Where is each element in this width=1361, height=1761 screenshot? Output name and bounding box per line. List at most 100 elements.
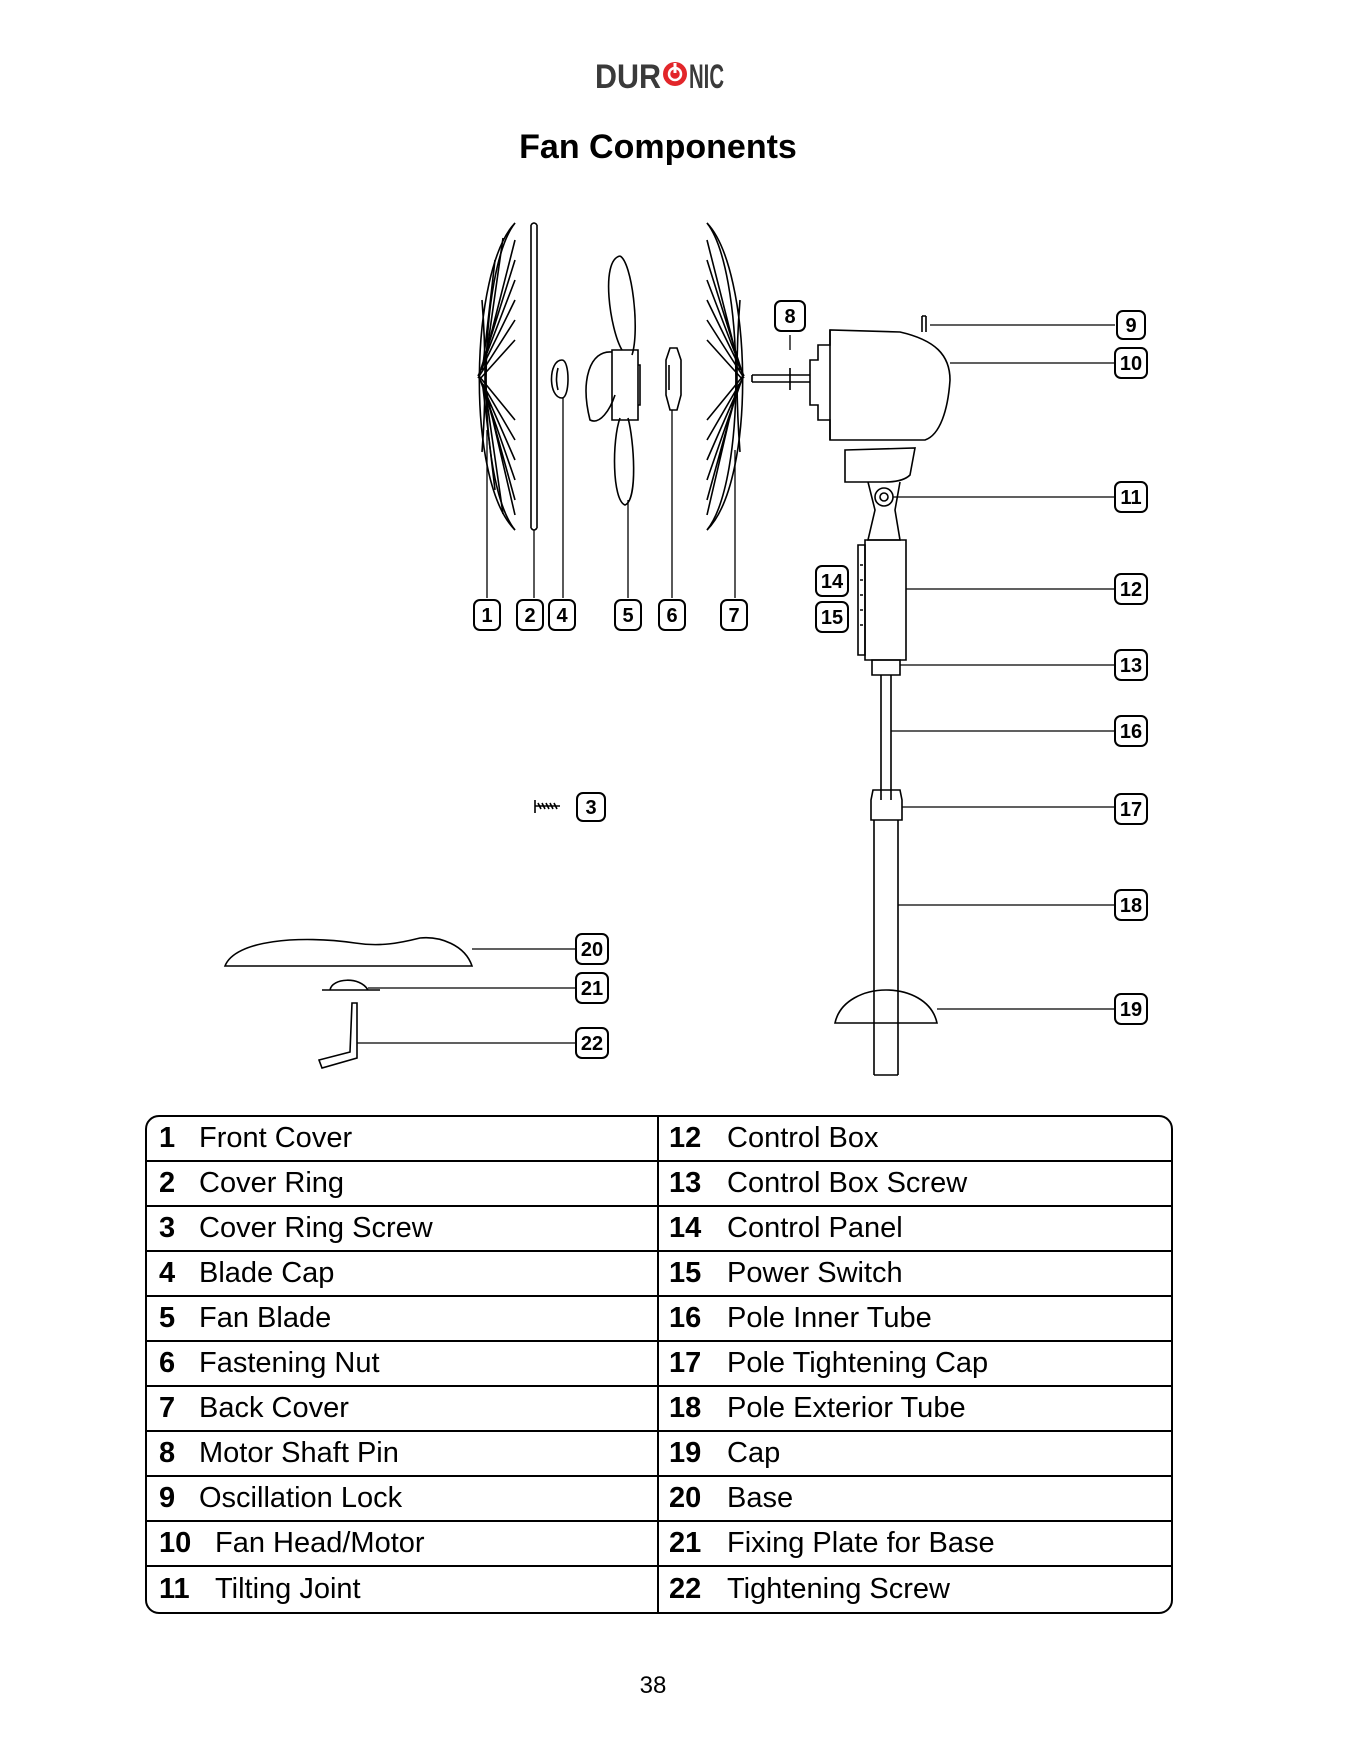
table-cell: 19 Cap [659,1432,1171,1475]
table-cell: 7 Back Cover [147,1387,659,1430]
svg-text:22: 22 [581,1033,603,1055]
pole-inner-tube-drawing [880,675,892,800]
page-title: Fan Components [519,128,797,166]
table-cell: 5 Fan Blade [147,1297,659,1340]
svg-text:18: 18 [1120,895,1142,917]
part-name: Cover Ring Screw [199,1212,433,1244]
callout-7: 7 [720,599,748,631]
svg-text:14: 14 [821,571,844,593]
fan-head-drawing [809,315,951,441]
power-logo-icon [663,62,687,86]
part-name: Pole Inner Tube [727,1302,932,1334]
callout-3: 3 [576,792,606,822]
part-name: Cover Ring [199,1167,345,1199]
pole-tightening-cap-drawing [870,789,903,821]
part-number: 7 [159,1392,176,1424]
part-name: Pole Exterior Tube [727,1392,966,1424]
callout-4: 4 [548,599,576,631]
callout-14: 14 [815,565,849,597]
svg-text:13: 13 [1120,655,1142,677]
callout-10: 10 [1114,347,1148,379]
part-number: 16 [669,1302,702,1334]
callout-17: 17 [1114,793,1148,825]
svg-text:10: 10 [1120,353,1142,375]
part-name: Fastening Nut [199,1347,380,1379]
table-row: 6 Fastening Nut 17 Pole Tightening Cap [147,1342,1171,1387]
part-number: 17 [669,1347,702,1379]
fan-exploded-diagram: 1 2 4 5 6 7 8 9 10 11 12 13 14 15 16 17 … [223,222,1148,1076]
table-cell: 11 Tilting Joint [147,1567,659,1612]
part-name: Pole Tightening Cap [727,1347,989,1379]
callout-12: 12 [1114,573,1148,605]
table-cell: 17 Pole Tightening Cap [659,1342,1171,1385]
part-number: 3 [159,1212,176,1244]
callout-18: 18 [1114,889,1148,921]
motor-shaft-drawing [751,368,810,390]
svg-text:3: 3 [585,797,596,819]
base-drawing [223,936,474,967]
callout-6: 6 [658,599,686,631]
callout-15: 15 [815,601,849,633]
part-number: 15 [669,1257,702,1289]
part-name: Fan Head/Motor [215,1527,425,1559]
callout-19: 19 [1114,993,1148,1025]
part-name: Cap [727,1437,781,1469]
callout-13: 13 [1114,649,1148,681]
part-number: 4 [159,1257,176,1289]
back-cover-drawing [706,222,745,531]
svg-text:9: 9 [1125,315,1136,337]
blade-cap-drawing [550,359,569,399]
table-cell: 16 Pole Inner Tube [659,1297,1171,1340]
svg-text:DUR: DUR [595,58,661,95]
part-number: 13 [669,1167,702,1199]
page-number: 38 [639,1672,667,1699]
part-number: 1 [159,1122,176,1154]
svg-text:7: 7 [728,605,739,627]
tilting-joint-drawing [844,447,916,541]
part-number: 19 [669,1437,702,1469]
part-name: Base [727,1482,794,1514]
part-name: Tightening Screw [727,1573,950,1605]
table-cell: 20 Base [659,1477,1171,1520]
part-number: 9 [159,1482,176,1514]
part-number: 6 [159,1347,176,1379]
fixing-plate-drawing [322,979,380,991]
svg-text:12: 12 [1120,579,1142,601]
part-name: Control Box [727,1122,879,1154]
part-number: 5 [159,1302,176,1334]
pole-exterior-tube-drawing [873,820,899,1076]
svg-text:19: 19 [1120,999,1142,1021]
table-cell: 15 Power Switch [659,1252,1171,1295]
svg-text:2: 2 [524,605,535,627]
table-cell: 6 Fastening Nut [147,1342,659,1385]
callout-1: 1 [473,599,501,631]
part-name: Back Cover [199,1392,349,1424]
part-name: Tilting Joint [215,1573,361,1605]
control-box-drawing [857,539,907,676]
fan-blade-drawing [585,255,641,506]
cover-ring-drawing [530,222,538,531]
svg-text:8: 8 [784,306,795,328]
part-number: 20 [669,1482,702,1514]
callout-21: 21 [575,972,609,1004]
front-cover-drawing [477,222,516,531]
part-name: Fan Blade [199,1302,332,1334]
table-cell: 4 Blade Cap [147,1252,659,1295]
part-name: Power Switch [727,1257,903,1289]
part-name: Blade Cap [199,1257,335,1289]
part-number: 11 [159,1573,190,1605]
callout-16: 16 [1114,715,1148,747]
